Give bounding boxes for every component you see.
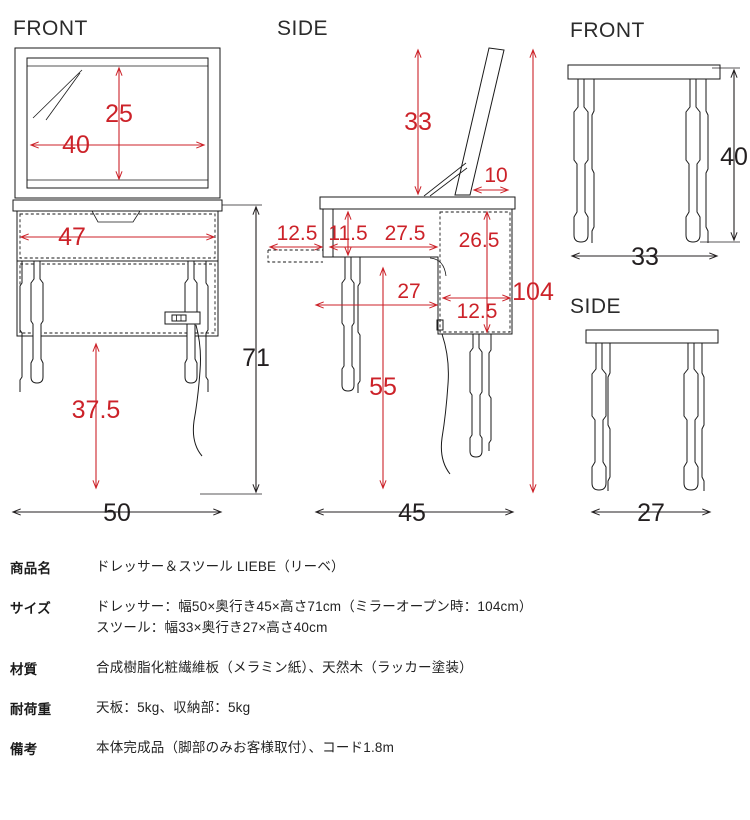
spec-row: 材質 合成樹脂化粧繊維板（メラミン紙）、天然木（ラッカー塗装） — [10, 649, 750, 689]
dim-side-leg-height: 55 — [369, 373, 397, 401]
dim-stool-side-depth: 27 — [637, 499, 665, 527]
dim-front-drawer-width: 47 — [58, 223, 86, 251]
spec-value-line: ドレッサー＆スツール LIEBE（リーベ） — [96, 559, 345, 574]
dim-side-mirror-height: 33 — [404, 108, 432, 136]
dim-side-drawer-depth: 27.5 — [385, 222, 426, 245]
view-title-side-dresser: SIDE — [277, 17, 329, 40]
spec-value-line: 本体完成品（脚部のみお客様取付）、コード1.8m — [96, 739, 395, 755]
spec-row-value: ドレッサー：幅50×奥行き45×高さ71cm（ミラーオープン時：104cm） スツ… — [96, 588, 750, 649]
technical-drawing-svg: .ln { fill:none; stroke:#1a1a1a; stroke-… — [0, 47, 748, 527]
spec-row-label: 材質 — [10, 661, 38, 677]
view-title-front-dresser: FRONT — [13, 17, 88, 40]
spec-value-line: スツール：幅33×奥行き27×高さ40cm — [96, 619, 328, 635]
dim-side-cabinet-height: 26.5 — [459, 229, 500, 252]
spec-row-label: 備考 — [10, 741, 38, 757]
dim-side-overall-depth: 45 — [398, 499, 426, 527]
spec-row-value: 本体完成品（脚部のみお客様取付）、コード1.8m — [96, 729, 750, 769]
dimension-drawing: FRONT SIDE FRONT SIDE .ln { fill:no — [0, 17, 748, 527]
view-title-front-stool: FRONT — [570, 19, 645, 42]
spec-value-line: 天板：5kg、収納部：5kg — [96, 699, 251, 715]
spec-value-line: 合成樹脂化粧繊維板（メラミン紙）、天然木（ラッカー塗装） — [96, 659, 473, 675]
front-view-stool-drawing: 40 33 — [567, 64, 748, 271]
spec-row: 商品名 ドレッサー＆スツール LIEBE（リーベ） — [10, 548, 750, 588]
side-view-stool-drawing: 27 — [585, 329, 719, 527]
dim-front-mirror-height: 25 — [105, 100, 133, 128]
spec-table: 商品名 ドレッサー＆スツール LIEBE（リーベ） サイズ ドレッサー：幅50×奥行き… — [10, 548, 750, 769]
spec-row-value: 合成樹脂化粧繊維板（メラミン紙）、天然木（ラッカー塗装） — [96, 649, 750, 689]
spec-row: サイズ ドレッサー：幅50×奥行き45×高さ71cm（ミラーオープン時：104cm… — [10, 588, 750, 649]
spec-row-label: 耐荷重 — [10, 701, 52, 717]
spec-row: 備考 本体完成品（脚部のみお客様取付）、コード1.8m — [10, 729, 750, 769]
dim-side-cabinet-depth: 12.5 — [457, 300, 498, 323]
dim-front-overall-width: 50 — [103, 499, 131, 527]
spec-row-value: 天板：5kg、収納部：5kg — [96, 689, 750, 729]
view-title-side-stool: SIDE — [570, 295, 622, 318]
specification-table: 商品名 ドレッサー＆スツール LIEBE（リーベ） サイズ ドレッサー：幅50×奥行き… — [0, 548, 750, 769]
dim-front-overall-height: 71 — [242, 344, 270, 372]
spec-row-label: サイズ — [10, 600, 51, 616]
dim-side-drawer-height: 11.5 — [328, 222, 367, 245]
dim-front-mirror-width: 40 — [62, 131, 90, 159]
spec-row-value: ドレッサー＆スツール LIEBE（リーベ） — [96, 548, 750, 588]
dim-side-mirror-thickness: 10 — [484, 164, 507, 187]
dim-front-leg-clearance: 37.5 — [72, 396, 121, 424]
dim-side-mirror-open-height: 104 — [512, 278, 554, 306]
dim-stool-front-width: 33 — [631, 243, 659, 271]
spec-value-line: ドレッサー：幅50×奥行き45×高さ71cm（ミラーオープン時：104cm） — [96, 598, 533, 614]
front-view-dresser-drawing: 25 40 47 37.5 71 50 — [13, 47, 270, 527]
spec-row-label: 商品名 — [10, 561, 52, 576]
spec-row: 耐荷重 天板：5kg、収納部：5kg — [10, 689, 750, 729]
dim-stool-front-height: 40 — [720, 143, 748, 171]
side-view-dresser-drawing: 33 10 12.5 11.5 27.5 26.5 27 — [267, 47, 554, 527]
dim-side-drawer-extension: 12.5 — [277, 222, 318, 245]
dim-side-under-width: 27 — [397, 280, 420, 303]
